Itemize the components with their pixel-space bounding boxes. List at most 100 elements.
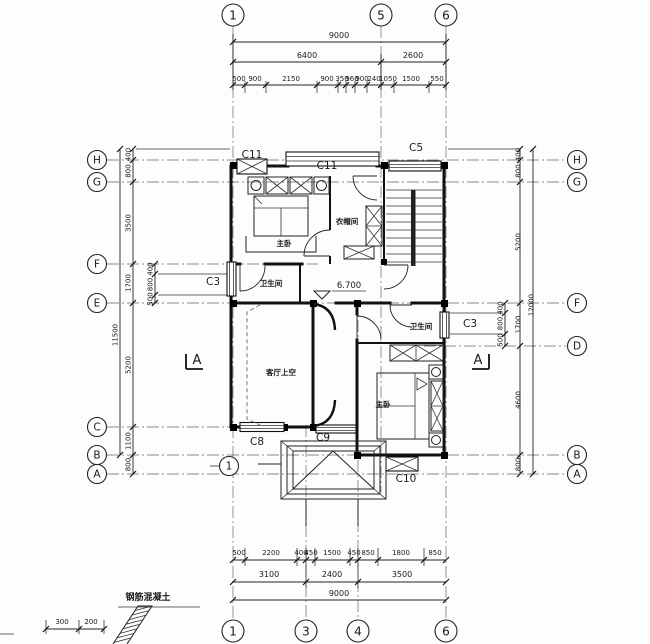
- dim-top-minor: 2150: [282, 75, 300, 83]
- dim-bottom-minor: 1500: [323, 549, 341, 557]
- windows: [226, 151, 450, 472]
- dim-bottom-minor: 450: [347, 549, 360, 557]
- grid-bubble-left: B: [93, 450, 100, 462]
- dim-left-inner: 400: [147, 262, 155, 275]
- dim-left: 1700: [125, 274, 133, 292]
- dim-left: 400: [125, 148, 133, 161]
- material-note: 钢筋混凝土: [125, 591, 170, 603]
- opening-labels: C11 C11 C5 C3 C3 C8 C9 C10: [206, 142, 477, 485]
- dim-left: 5200: [125, 356, 133, 374]
- dim-bottom-minor: 500: [232, 549, 245, 557]
- window-c11-left: [236, 158, 268, 175]
- window-c3-left: [226, 261, 237, 297]
- dim-bottom-minor: 850: [428, 549, 441, 557]
- grid-bubble-bottom: 1: [229, 625, 237, 639]
- dim-bottom-minor: 2200: [262, 549, 280, 557]
- dim-top-minor: 240: [367, 75, 380, 83]
- dim-left-inner: 500: [147, 292, 155, 305]
- window-c11-mid: [285, 151, 380, 167]
- grid-bubble-right: A: [573, 469, 581, 481]
- dim-top-minor: 900: [355, 75, 368, 83]
- window-label-c3-right: C3: [463, 318, 477, 330]
- detail-dim: 200: [84, 618, 97, 626]
- section-letter-left: A: [193, 353, 202, 368]
- dim-left: 800: [125, 458, 133, 471]
- dim-right: 800: [515, 164, 523, 177]
- window-label-c3-left: C3: [206, 276, 220, 288]
- grid-bubble-right: F: [574, 298, 580, 310]
- dim-left: 1100: [125, 432, 133, 450]
- window-label-c8: C8: [250, 436, 264, 448]
- dim-bottom-major: 3500: [392, 570, 412, 579]
- grid-bubble-inner: 1: [226, 461, 233, 473]
- living-void: [246, 302, 337, 428]
- dim-right-inner: 500: [497, 333, 505, 346]
- grid-bubble-left: E: [94, 298, 101, 310]
- stair-handrail: [411, 190, 416, 266]
- concrete-detail: 钢筋混凝土 300 200: [0, 591, 200, 644]
- window-c9: [315, 424, 357, 434]
- dim-bottom-minor: 1800: [392, 549, 410, 557]
- dim-bottom-minor: 450: [304, 549, 317, 557]
- grid-bubbles: 1 5 6 1 3 4 6 H G F E C B A H G F D B A …: [86, 3, 588, 643]
- dim-top-minor: 550: [430, 75, 443, 83]
- detail-dim: 300: [55, 618, 68, 626]
- dim-left-inner: 800: [147, 278, 155, 291]
- dim-right: 1700: [515, 316, 523, 334]
- room-label-bath-right: 卫生间: [410, 321, 433, 331]
- grid-bubble-top: 5: [377, 9, 385, 23]
- window-c3-right: [439, 311, 450, 339]
- dim-right-overall: 12000: [528, 294, 536, 316]
- window-label-c10: C10: [396, 473, 417, 485]
- dimension-left: 400 800 3500 1700 5200 1100 800 11500 40…: [112, 145, 230, 478]
- staircase: [386, 189, 442, 266]
- dimension-bottom: 500 2200 400 450 1500 450 850 1800 850 3…: [229, 548, 450, 604]
- dim-right-inner: 400: [497, 301, 505, 314]
- doors: [239, 175, 413, 341]
- dim-bottom-major: 2400: [322, 570, 342, 579]
- dim-bottom-overall: 9000: [329, 589, 349, 598]
- master-top-furniture: [245, 176, 330, 253]
- dim-right: 400: [515, 148, 523, 161]
- window-c10: [385, 456, 419, 472]
- dim-right: 800: [515, 458, 523, 471]
- window-c8: [239, 421, 285, 433]
- dim-top-minor: 900: [248, 75, 261, 83]
- dim-right: 5200: [515, 233, 523, 251]
- room-label-living-void: 客厅上空: [265, 367, 296, 377]
- grid-bubble-left: A: [93, 469, 101, 481]
- room-label-bath-left: 卫生间: [260, 278, 283, 288]
- room-label-cloakroom: 衣帽间: [336, 216, 359, 226]
- dim-right: 4600: [515, 391, 523, 409]
- annotations: 6.700 A A: [185, 281, 490, 370]
- dim-bottom-minor: 850: [361, 549, 374, 557]
- dim-left: 800: [125, 164, 133, 177]
- dim-top-minor: 900: [320, 75, 333, 83]
- dim-top-overall: 9000: [329, 31, 349, 40]
- master-bottom-furniture: [376, 344, 444, 448]
- dim-top-minor: 1050: [379, 75, 397, 83]
- room-labels: 主卧 衣帽间 卫生间 卫生间 主卧 客厅上空: [260, 216, 433, 409]
- window-label-c11-left: C11: [242, 149, 263, 161]
- grid-bubble-right: D: [573, 341, 581, 353]
- dim-right-inner: 800: [497, 317, 505, 330]
- dim-left: 3500: [125, 214, 133, 232]
- room-label-master-bottom: 主卧: [376, 399, 391, 409]
- dim-top-minor: 500: [232, 75, 245, 83]
- walls: [229, 164, 447, 457]
- grid-bubble-left: H: [93, 155, 101, 167]
- window-label-c11-mid: C11: [317, 160, 338, 172]
- dim-bottom-minor: 400: [294, 549, 307, 557]
- grid-bubble-bottom: 6: [442, 625, 450, 639]
- dim-left-overall: 11500: [112, 324, 120, 346]
- dim-top-minor: 1500: [402, 75, 420, 83]
- section-mark-right: A: [472, 353, 490, 370]
- grid-bubble-bottom: 4: [354, 625, 362, 639]
- grid-bubble-top: 1: [229, 9, 237, 23]
- grid-bubble-top: 6: [442, 9, 450, 23]
- dim-top-minor: 350: [335, 75, 348, 83]
- porch-roof: [258, 440, 387, 526]
- section-mark-left: A: [185, 353, 203, 370]
